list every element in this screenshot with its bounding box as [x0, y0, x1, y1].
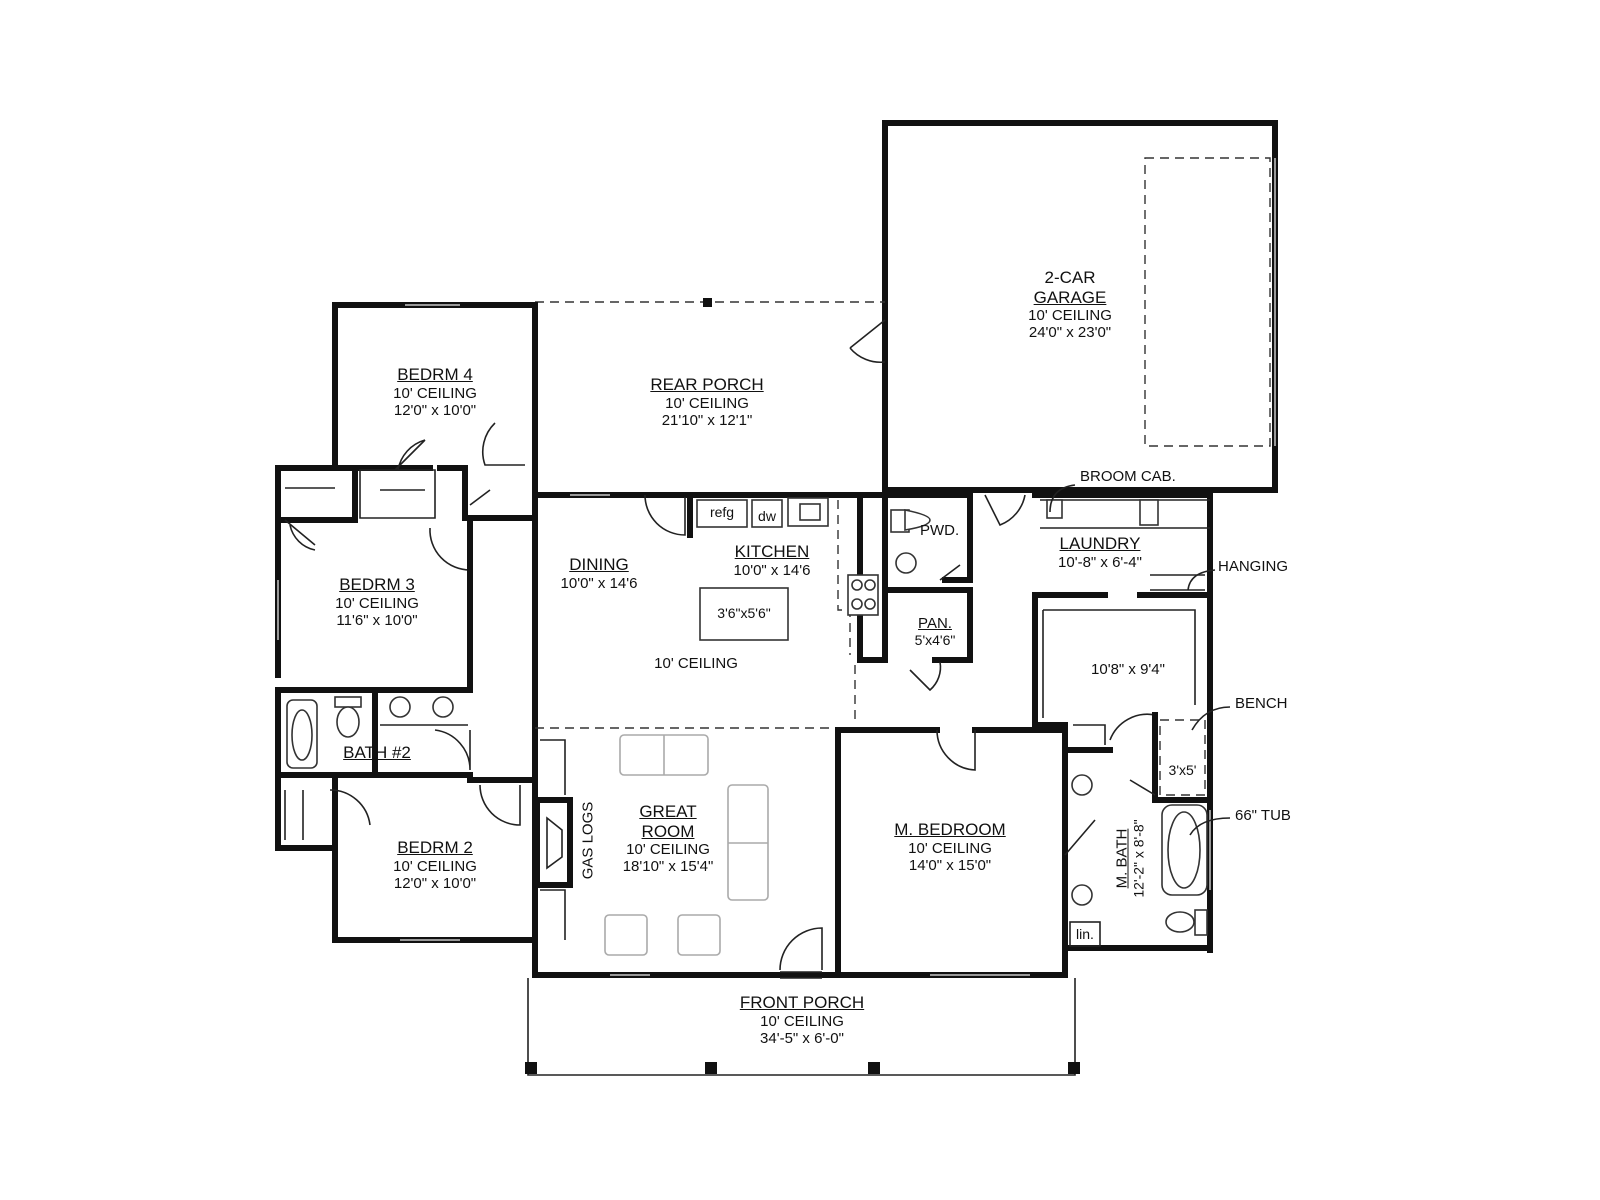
hall-closet [437, 465, 491, 521]
master-bedroom-walls [835, 727, 1096, 978]
kitchen-fixtures [535, 492, 888, 729]
laundry-label: LAUNDRY 10'-8" x 6'-4" [1058, 534, 1142, 571]
laundry-walls [1032, 492, 1213, 953]
hanging-callout: HANGING [1218, 558, 1289, 575]
linen-label: lin. [1076, 926, 1094, 942]
bath-2-label: BATH #2 [343, 743, 411, 762]
bedroom-2-walls [275, 777, 538, 943]
kitchen-label: KITCHEN 10'0" x 14'6 [733, 542, 811, 579]
garage [882, 120, 1278, 493]
garage-door [984, 494, 1026, 527]
corridor-walls [532, 492, 888, 978]
refrigerator-label: refg [709, 504, 735, 520]
dishwasher-label: dw [758, 508, 776, 524]
closet-walls [1032, 592, 1196, 745]
kitchen-ceiling-label: 10' CEILING [654, 655, 738, 672]
bedroom-2-label: BEDRM 2 10' CEILING 12'0" x 10'0" [393, 838, 477, 892]
master-bath-label: M. BATH 12'-2" x 8'-8" [1113, 819, 1147, 898]
bath-2 [275, 687, 473, 778]
gas-logs-label: GAS LOGS [579, 801, 597, 880]
bedroom-4-walls [275, 302, 538, 678]
master-bedroom-label: M. BEDROOM 10' CEILING 14'0" x 15'0" [894, 820, 1006, 874]
rear-porch [535, 298, 886, 364]
pantry-label: PAN. 5'x4'6" [914, 615, 956, 649]
rear-porch-label: REAR PORCH 10' CEILING 21'10" x 12'1" [650, 375, 764, 429]
shower-label: 3'x5' [1168, 762, 1197, 778]
bedroom-3-walls [275, 465, 538, 693]
kitchen-island-label: 3'6"x5'6" [717, 605, 771, 621]
hall-doors [429, 422, 525, 826]
garage-label: 2-CAR GARAGE 10' CEILING 24'0" x 23'0" [1028, 268, 1112, 342]
callout-arrows [1049, 484, 1231, 836]
front-porch [525, 978, 1080, 1076]
dining-label: DINING 10'0" x 14'6 [560, 555, 638, 592]
bedroom-3-label: BEDRM 3 10' CEILING 11'6" x 10'0" [335, 575, 419, 629]
bedroom-4-label: BEDRM 4 10' CEILING 12'0" x 10'0" [393, 365, 477, 419]
tub-callout: 66" TUB [1235, 807, 1291, 824]
powder-label: PWD. [920, 522, 960, 539]
powder-pantry [882, 492, 973, 692]
front-porch-label: FRONT PORCH 10' CEILING 34'-5" x 6'-0" [739, 993, 865, 1047]
closet-label: 10'8" x 9'4" [1091, 661, 1165, 678]
great-room-label: GREAT ROOM 10' CEILING 18'10" x 15'4" [622, 802, 714, 876]
great-room-walls [532, 727, 1068, 979]
bench-callout: BENCH [1235, 695, 1288, 712]
broom-cab-callout: BROOM CAB. [1080, 468, 1176, 485]
